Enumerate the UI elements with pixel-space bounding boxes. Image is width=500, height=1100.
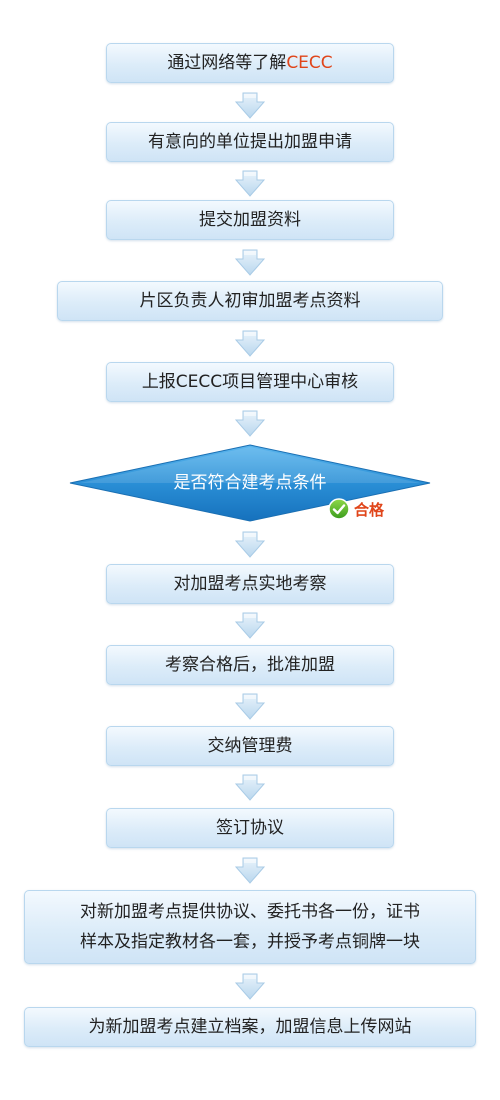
down-arrow-icon — [235, 330, 265, 357]
cecc-highlight: CECC — [286, 53, 333, 73]
down-arrow-icon — [235, 249, 265, 276]
step-apply-to-join: 有意向的单位提出加盟申请 — [106, 122, 394, 162]
down-arrow-icon — [235, 774, 265, 801]
step-approve-membership-label: 考察合格后，批准加盟 — [165, 655, 335, 675]
step-submit-materials: 提交加盟资料 — [106, 200, 394, 240]
decision-label: 是否符合建考点条件 — [173, 473, 327, 493]
step-report-to-center: 上报CECC项目管理中心审核 — [106, 362, 394, 402]
step-create-archive: 为新加盟考点建立档案，加盟信息上传网站 — [24, 1007, 476, 1047]
step-site-inspection-label: 对加盟考点实地考察 — [173, 574, 327, 594]
step-regional-review: 片区负责人初审加盟考点资料 — [57, 281, 443, 321]
step-approve-membership: 考察合格后，批准加盟 — [106, 645, 394, 685]
step-report-to-center-label: 上报CECC项目管理中心审核 — [141, 372, 359, 392]
down-arrow-icon — [235, 857, 265, 884]
step-learn-about-cecc: 通过网络等了解CECC — [106, 43, 394, 83]
step-pay-management-fee: 交纳管理费 — [106, 726, 394, 766]
step-learn-about-prefix: 通过网络等了解 — [167, 53, 287, 73]
pass-badge: 合格 — [328, 497, 384, 521]
down-arrow-icon — [235, 92, 265, 119]
step-create-archive-label: 为新加盟考点建立档案，加盟信息上传网站 — [88, 1017, 412, 1037]
down-arrow-icon — [235, 410, 265, 437]
down-arrow-icon — [235, 612, 265, 639]
step-sign-agreement: 签订协议 — [106, 808, 394, 848]
step-pay-management-fee-label: 交纳管理费 — [207, 736, 293, 756]
down-arrow-icon — [235, 973, 265, 1000]
check-circle-icon — [328, 498, 350, 520]
step-provide-materials: 对新加盟考点提供协议、委托书各一份，证书 样本及指定教材各一套，并授予考点铜牌一… — [24, 890, 476, 964]
step-provide-materials-line2: 样本及指定教材各一套，并授予考点铜牌一块 — [80, 932, 420, 952]
down-arrow-icon — [235, 693, 265, 720]
down-arrow-icon — [235, 170, 265, 197]
step-apply-to-join-label: 有意向的单位提出加盟申请 — [148, 132, 352, 152]
step-sign-agreement-label: 签订协议 — [216, 818, 284, 838]
down-arrow-icon — [235, 531, 265, 558]
step-submit-materials-label: 提交加盟资料 — [199, 210, 301, 230]
pass-label: 合格 — [354, 500, 385, 519]
step-regional-review-label: 片区负责人初审加盟考点资料 — [139, 291, 361, 311]
step-site-inspection: 对加盟考点实地考察 — [106, 564, 394, 604]
step-provide-materials-line1: 对新加盟考点提供协议、委托书各一份，证书 — [80, 902, 420, 922]
